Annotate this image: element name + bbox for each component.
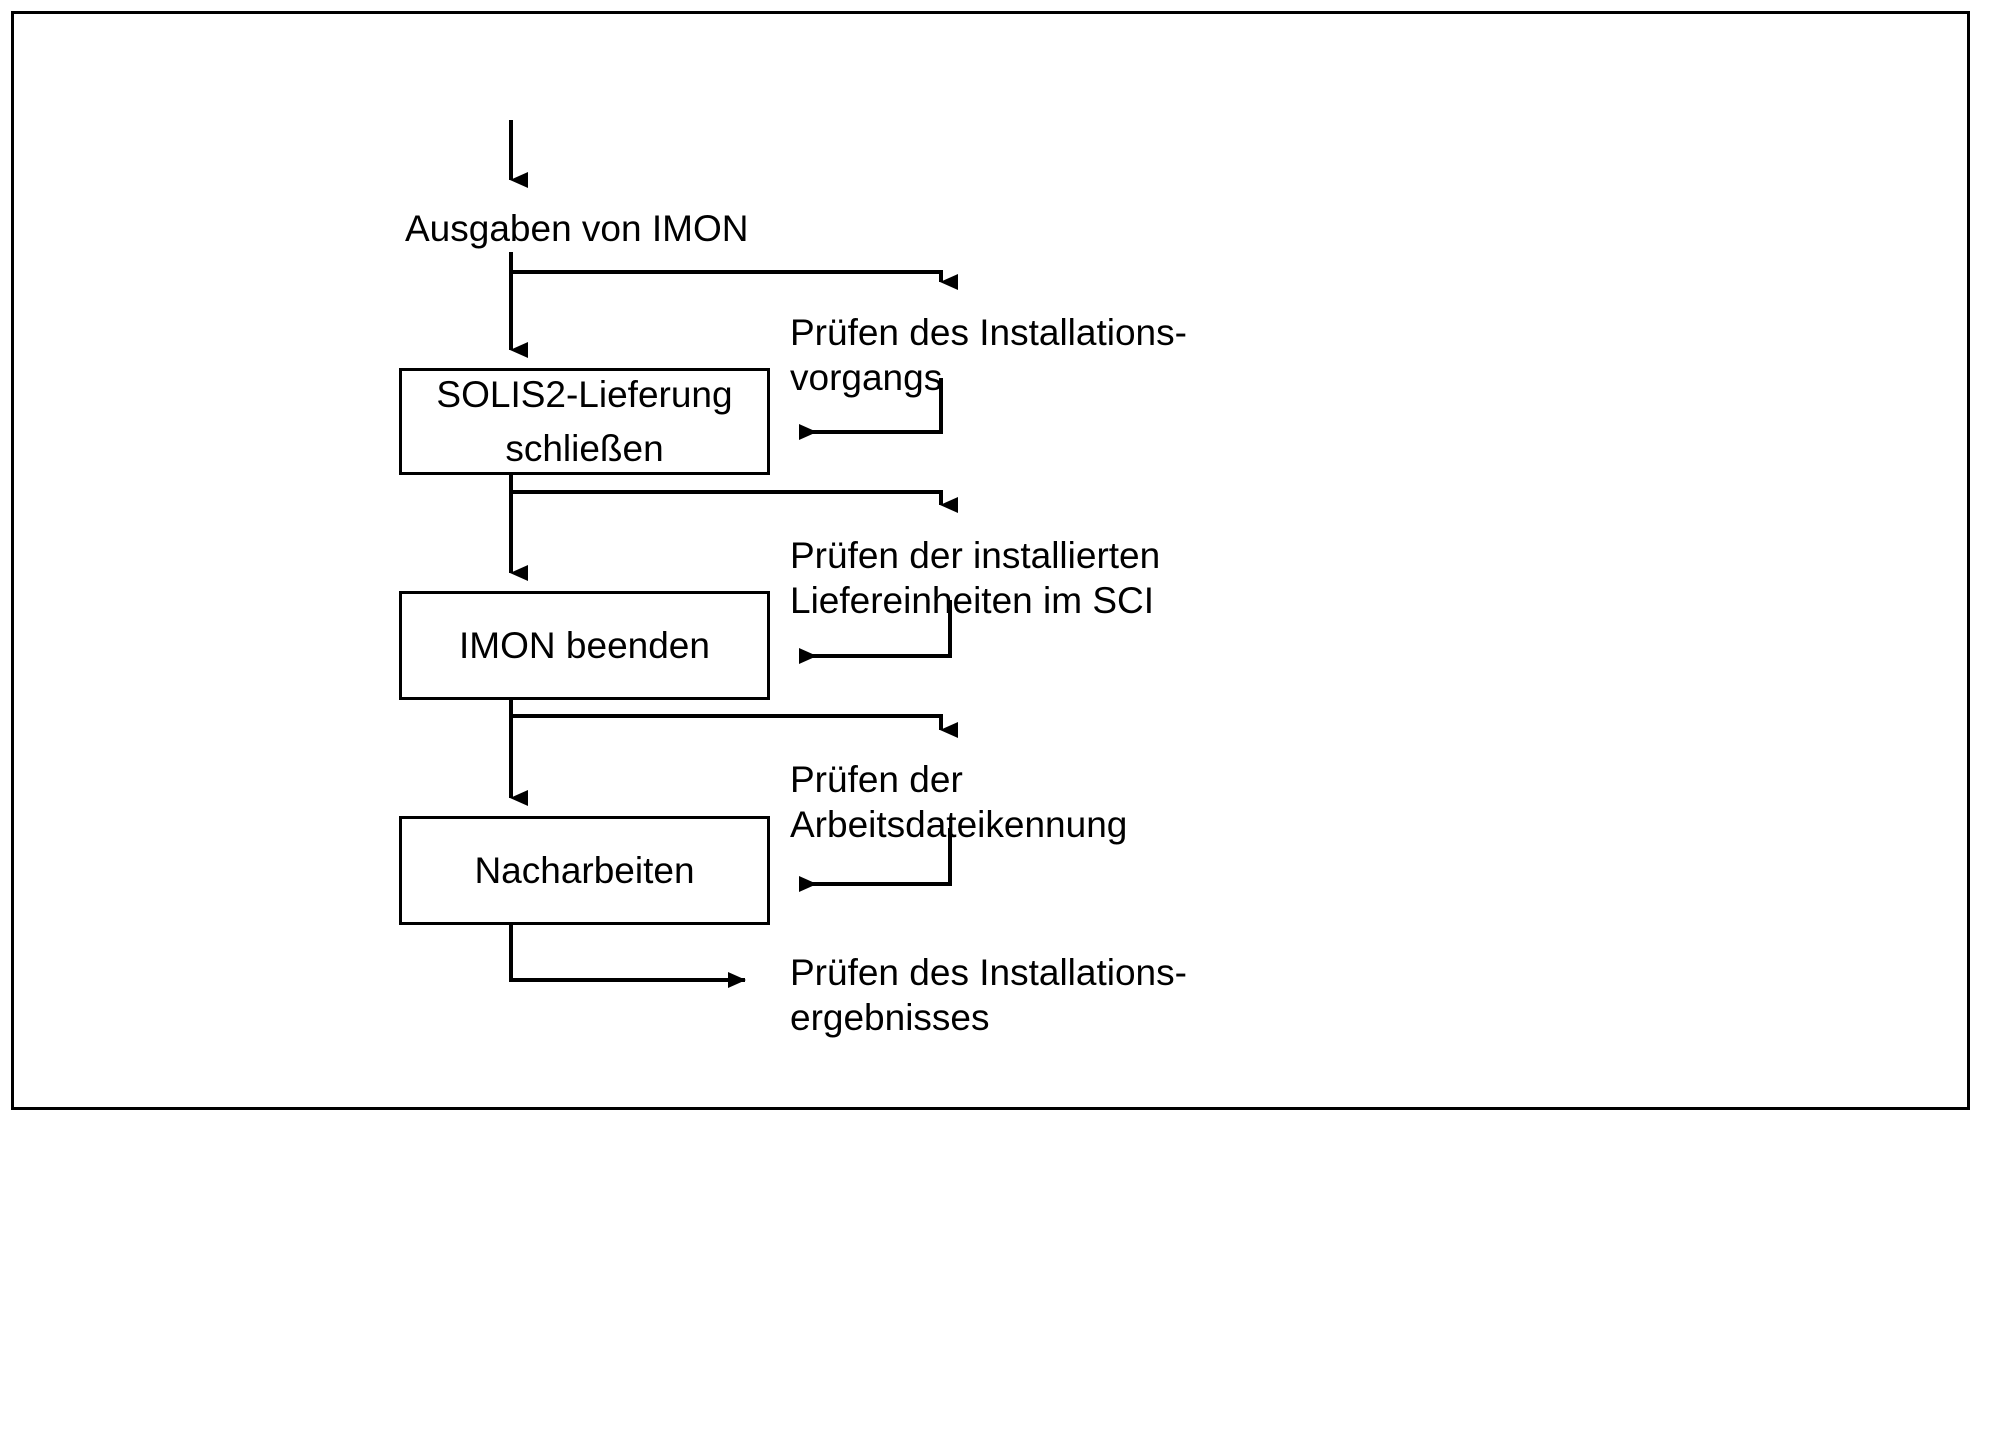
side-label-pruef-vorgang-line2: vorgangs xyxy=(790,357,943,399)
side-label-pruef-arbeitsdatei-line1: Prüfen der xyxy=(790,759,963,800)
side-label-pruef-liefereinheiten-line2: Liefereinheiten im SCI xyxy=(790,580,1155,622)
side-label-pruef-vorgang-line1: Prüfen des Installations- xyxy=(790,312,1187,353)
process-box-solis2-line1: SOLIS2-Lieferung xyxy=(436,373,733,415)
side-label-pruef-ergebnis-line1: Prüfen des Installations- xyxy=(790,952,1187,993)
process-box-nacharbeiten[interactable]: Nacharbeiten xyxy=(399,816,770,925)
process-box-nacharbeiten-line1: Nacharbeiten xyxy=(474,849,695,891)
entry-label: Ausgaben von IMON xyxy=(405,208,749,249)
process-box-imon-beenden[interactable]: IMON beenden xyxy=(399,591,770,700)
side-label-pruef-ergebnis: Prüfen des Installations- ergebnisses xyxy=(790,950,1187,1040)
process-box-solis2[interactable]: SOLIS2-Lieferung schließen xyxy=(399,368,770,475)
side-label-pruef-ergebnis-line2: ergebnisses xyxy=(790,997,990,1039)
side-label-pruef-liefereinheiten: Prüfen der installierten Liefereinheiten… xyxy=(790,533,1160,623)
side-label-pruef-arbeitsdatei-line2: Arbeitsdateikennung xyxy=(790,804,1128,846)
side-label-pruef-arbeitsdatei: Prüfen der Arbeitsdateikennung xyxy=(790,757,1127,847)
process-box-solis2-line2: schließen xyxy=(505,427,664,469)
side-label-pruef-vorgang: Prüfen des Installations- vorgangs xyxy=(790,310,1187,400)
side-label-pruef-liefereinheiten-line1: Prüfen der installierten xyxy=(790,535,1161,576)
diagram-outer-border xyxy=(11,11,1970,1110)
process-box-imon-beenden-line1: IMON beenden xyxy=(459,624,710,666)
